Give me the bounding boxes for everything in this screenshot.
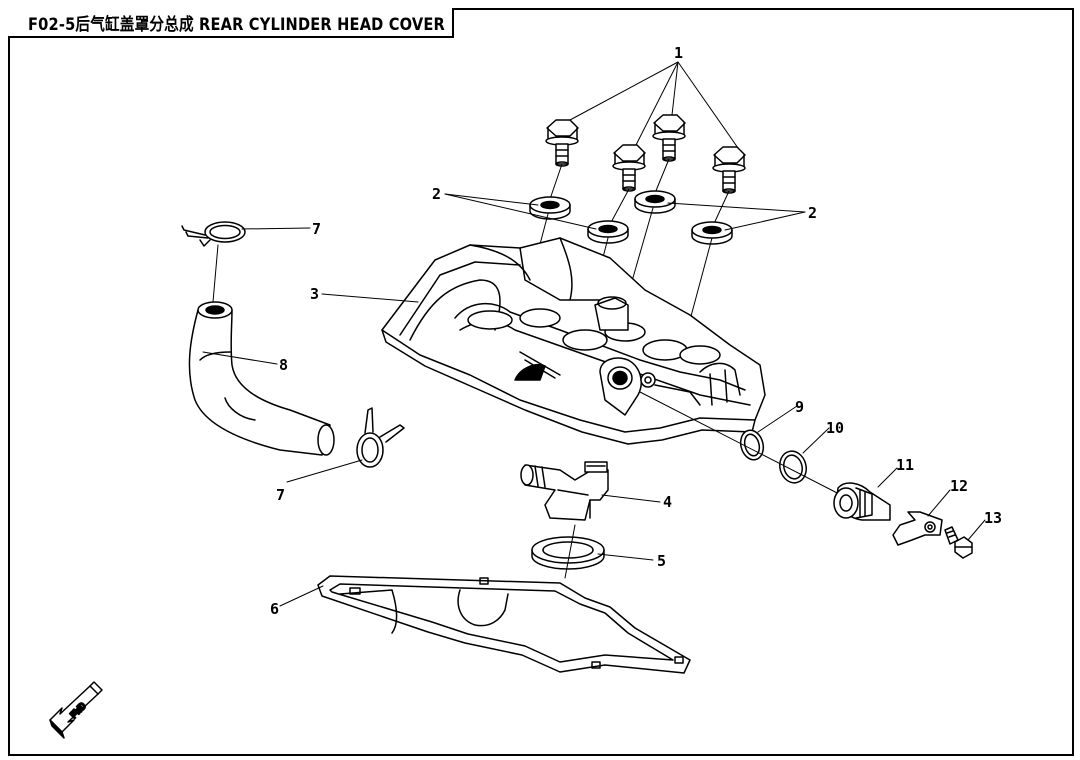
bolt-1d [712,146,746,194]
hose-connector [833,482,891,521]
title-block: F02-5后气缸盖罩分总成 REAR CYLINDER HEAD COVER [8,8,454,38]
callout-2-right: 2 [808,204,817,222]
grommet-2b [587,220,629,244]
cylinder-head-cover [381,237,766,445]
callout-6: 6 [270,600,279,618]
hose-clamp-upper [181,221,246,247]
breather-fitting [520,461,609,521]
retaining-bracket [892,511,943,546]
o-ring-10 [779,450,807,484]
breather-hose [188,244,335,456]
fitting-seal [531,524,605,579]
grommet-2a [529,196,571,220]
callout-1: 1 [674,44,683,62]
callout-10: 10 [826,419,844,437]
callout-7-upper: 7 [312,220,321,238]
callout-4: 4 [663,493,672,511]
cover-gasket [317,575,691,674]
callout-11: 11 [896,456,914,474]
leader-lines [202,61,986,607]
drawing-border [8,8,1074,756]
callout-7-lower: 7 [276,486,285,504]
flange-bolt-13 [944,526,973,559]
page-title: F02-5后气缸盖罩分总成 REAR CYLINDER HEAD COVER [28,14,445,35]
o-ring-9 [739,429,765,461]
callout-3: 3 [310,285,319,303]
grommet-2d [691,221,733,245]
bolt-1a [545,119,579,167]
callout-8: 8 [279,356,288,374]
bolt-1b [612,144,646,192]
grommet-2c [634,190,676,214]
callout-5: 5 [657,552,666,570]
callout-9: 9 [795,398,804,416]
forward-arrow-icon: FWD [49,681,103,739]
bolt-1c [652,114,686,162]
callout-labels: 1 2 2 3 4 5 6 7 7 8 9 10 11 12 13 [270,44,1002,618]
callout-12: 12 [950,477,968,495]
callout-2-left: 2 [432,185,441,203]
callout-13: 13 [984,509,1002,527]
hose-clamp-lower [356,407,405,468]
assembly-axis-line [639,391,846,498]
